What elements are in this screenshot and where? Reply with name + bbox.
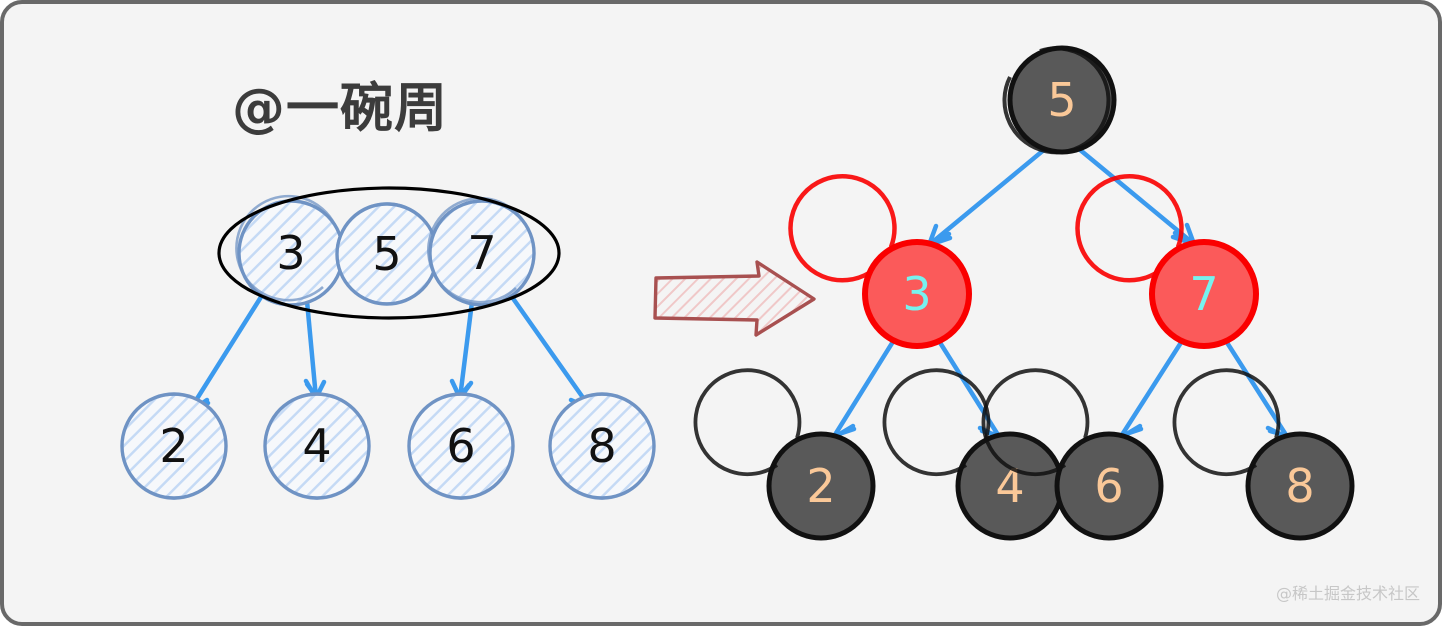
left-tree-edges — [185, 294, 594, 419]
right-leaf-8-label: 8 — [1285, 459, 1314, 513]
diagram-svg: 3 5 7 2 4 — [120, 45, 1355, 541]
edge-3-to-4 — [303, 298, 327, 401]
left-node-5[interactable]: 5 — [335, 202, 439, 306]
right-node-3[interactable]: 3 — [788, 174, 972, 349]
redge-5-to-7 — [1076, 146, 1197, 247]
right-leaf-2[interactable]: 2 — [693, 368, 876, 541]
redge-3-to-4 — [936, 338, 1003, 445]
transition-arrow-icon — [653, 260, 816, 337]
right-node-5[interactable]: 5 — [1002, 45, 1117, 155]
right-leaf-6[interactable]: 6 — [981, 368, 1164, 541]
left-leaf-2[interactable]: 2 — [120, 392, 228, 500]
left-leaf-2-label: 2 — [159, 419, 188, 473]
redge-7-to-6 — [1117, 338, 1185, 445]
left-leaf-8[interactable]: 8 — [548, 392, 656, 500]
left-leaf-6[interactable]: 6 — [407, 392, 515, 500]
left-node-7-label: 7 — [467, 226, 496, 280]
left-node-5-label: 5 — [372, 227, 401, 281]
right-leaf-8[interactable]: 8 — [1172, 368, 1355, 541]
watermark-author: @一碗周 — [232, 78, 448, 139]
right-node-5-label: 5 — [1047, 73, 1076, 127]
redge-5-to-3 — [926, 146, 1048, 248]
right-leaf-6-label: 6 — [1094, 459, 1123, 513]
right-node-7[interactable]: 7 — [1075, 174, 1259, 349]
group-ellipse — [217, 186, 561, 320]
right-node-7-label: 7 — [1189, 267, 1218, 321]
right-leaf-2-label: 2 — [806, 459, 835, 513]
edge-7-to-6 — [449, 299, 475, 401]
left-leaf-4-label: 4 — [302, 419, 331, 473]
edge-3-to-2 — [185, 294, 264, 419]
left-leaf-6-label: 6 — [446, 419, 475, 473]
left-leaf-8-label: 8 — [587, 419, 616, 473]
left-node-3-label: 3 — [276, 226, 305, 280]
left-leaf-4[interactable]: 4 — [263, 392, 371, 500]
left-tree-leaves: 2 4 6 8 — [120, 392, 656, 500]
watermark-community: @稀土掘金技术社区 — [1275, 584, 1420, 603]
right-node-3-label: 3 — [902, 267, 931, 321]
left-tree-group-nodes: 3 5 7 — [217, 186, 561, 320]
left-node-3[interactable]: 3 — [235, 194, 345, 307]
left-node-7[interactable]: 7 — [427, 196, 536, 307]
edge-7-to-8 — [509, 294, 594, 416]
